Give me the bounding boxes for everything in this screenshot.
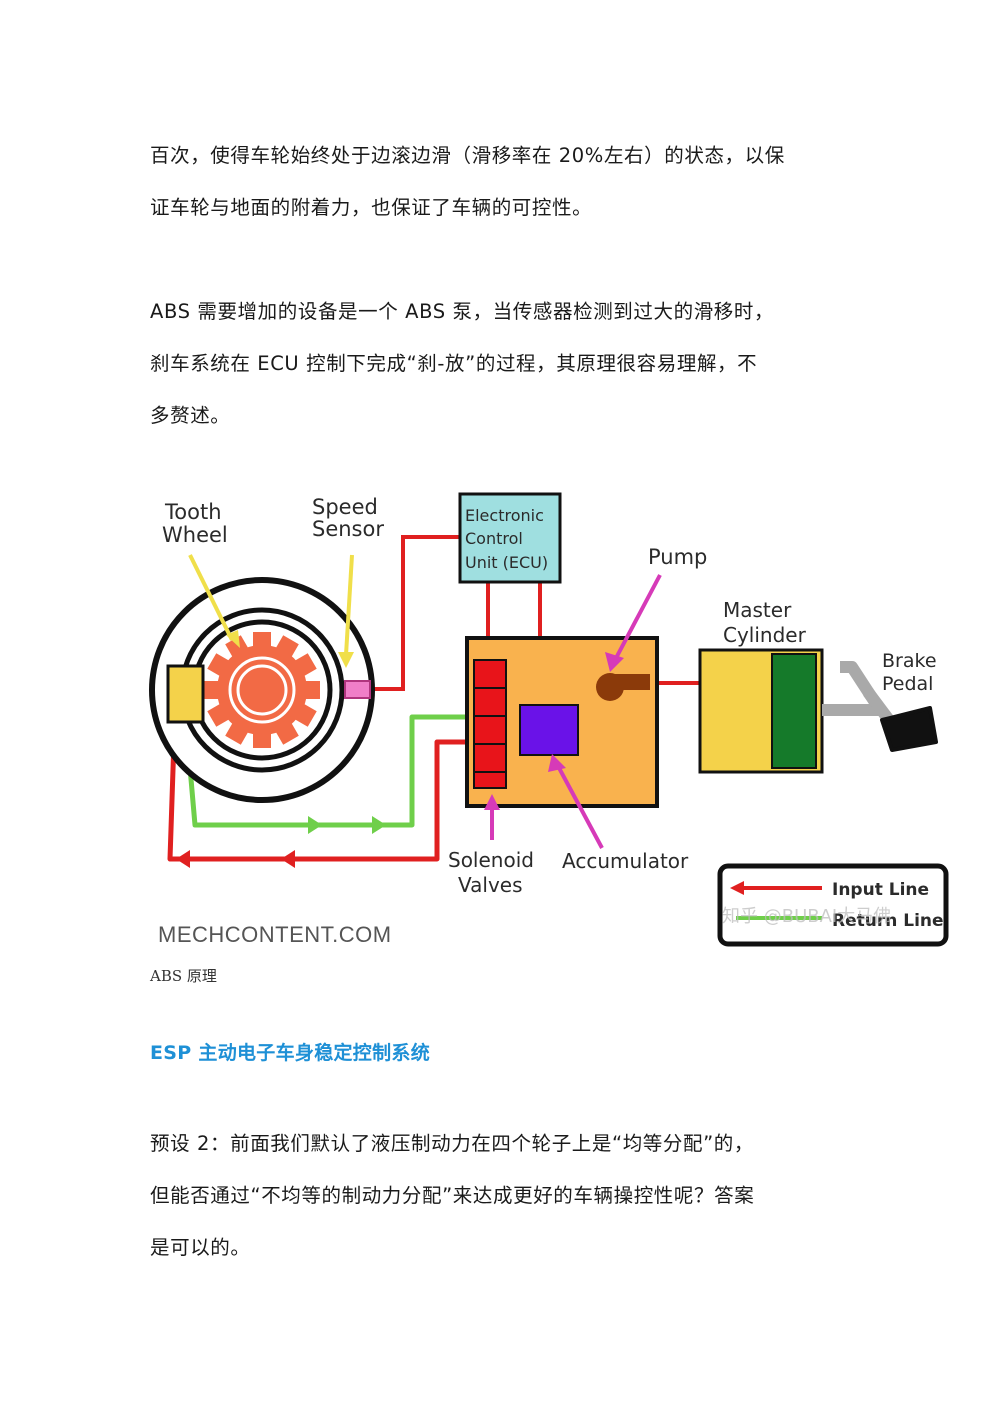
label-solenoid: Solenoid xyxy=(448,848,534,872)
legend-return-label: Return Line xyxy=(832,911,944,931)
abs-diagram: Tooth Wheel Speed Sensor Electronic Cont… xyxy=(149,492,949,947)
text-line: 是可以的。 xyxy=(150,1236,251,1259)
tooth-wheel-pointer xyxy=(188,554,234,641)
label-pump: Pump xyxy=(648,545,707,569)
paragraph-esp-premise: 预设 2：前面我们默认了液压制动力在四个轮子上是“均等分配”的， 但能否通过“不… xyxy=(150,1118,850,1274)
text-line: 多赘述。 xyxy=(150,404,231,427)
pump-pointer-head xyxy=(605,652,624,672)
section-heading: ESP 主动电子车身稳定控制系统 xyxy=(150,1042,431,1064)
label-ecu: Unit (ECU) xyxy=(465,553,548,572)
tooth-wheel xyxy=(149,577,375,803)
caliper xyxy=(166,664,205,724)
input-arrow xyxy=(281,850,295,868)
label-tooth-wheel: Wheel xyxy=(162,523,228,547)
solenoid-valves xyxy=(473,659,507,789)
text-line: 百次，使得车轮始终处于边滚边滑（滑移率在 20%左右）的状态，以保 xyxy=(150,144,785,167)
ecu-box xyxy=(458,492,562,584)
paragraph-abs-pump: ABS 需要增加的设备是一个 ABS 泵，当传感器检测到过大的滑移时， 刹车系统… xyxy=(150,286,850,442)
accumulator-pointer-head xyxy=(548,754,566,772)
label-solenoid: Valves xyxy=(458,873,523,897)
label-speed-sensor: Speed xyxy=(312,495,378,519)
sensor-signal-line xyxy=(370,535,460,691)
input-arrow xyxy=(176,850,190,868)
text-line: 证车轮与地面的附着力，也保证了车辆的可控性。 xyxy=(150,196,593,219)
paragraph-abs-slip: 百次，使得车轮始终处于边滚边滑（滑移率在 20%左右）的状态，以保 证车轮与地面… xyxy=(150,130,850,234)
label-brake-pedal: Pedal xyxy=(882,673,933,695)
label-master-cylinder: Cylinder xyxy=(723,623,807,647)
label-ecu: Electronic xyxy=(465,506,544,525)
tooth-wheel-pointer-head xyxy=(226,630,240,648)
text-line: 预设 2：前面我们默认了液压制动力在四个轮子上是“均等分配”的， xyxy=(150,1132,755,1155)
accumulator xyxy=(519,704,579,756)
label-accumulator: Accumulator xyxy=(562,849,689,873)
master-cylinder-piston xyxy=(771,653,817,769)
speed-sensor xyxy=(344,680,371,699)
return-line xyxy=(182,709,470,828)
text-line: ABS 需要增加的设备是一个 ABS 泵，当传感器检测到过大的滑移时， xyxy=(150,300,775,323)
speed-sensor-pointer xyxy=(344,554,354,656)
figure-caption: ABS 原理 xyxy=(150,967,217,985)
label-tooth-wheel: Tooth xyxy=(164,500,222,524)
label-ecu: Control xyxy=(465,529,523,548)
label-brake-pedal: Brake xyxy=(882,650,937,672)
text-line: 刹车系统在 ECU 控制下完成“刹-放”的过程，其原理很容易理解，不 xyxy=(150,352,758,375)
brake-pedal-arm xyxy=(822,661,886,716)
speed-sensor-pointer-head xyxy=(338,652,354,668)
pump-icon xyxy=(596,673,650,701)
source-label: MECHCONTENT.COM xyxy=(158,922,392,947)
accumulator-pointer xyxy=(556,765,604,849)
pump-pointer xyxy=(613,574,662,661)
label-master-cylinder: Master xyxy=(723,598,792,622)
return-arrow xyxy=(308,816,322,834)
label-speed-sensor: Sensor xyxy=(312,517,384,541)
brake-pedal-icon xyxy=(880,706,938,752)
watermark: 知乎 @BUBAI大马佛 xyxy=(722,906,891,927)
text-line: 但能否通过“不均等的制动力分配”来达成更好的车辆操控性呢？答案 xyxy=(150,1184,755,1207)
legend-input-label: Input Line xyxy=(832,880,929,900)
input-line-return xyxy=(167,709,470,862)
return-arrow xyxy=(372,816,386,834)
solenoid-pointer-head xyxy=(484,794,500,810)
gear-icon xyxy=(204,632,320,748)
legend: Input Line Return Line 知乎 @BUBAI大马佛 xyxy=(717,863,949,947)
